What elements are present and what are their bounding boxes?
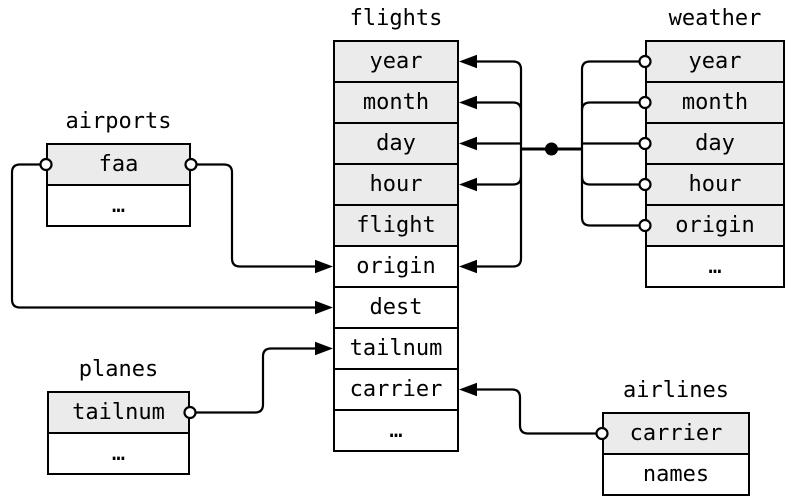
airports-field-faa: faa — [46, 143, 191, 186]
branch-flights-month — [476, 101, 523, 111]
flights-field-carrier: carrier — [333, 368, 459, 411]
arrowhead-icon — [315, 341, 333, 356]
flights-field-year: year — [333, 40, 459, 83]
flights-field-day: day — [333, 122, 459, 165]
arrowhead-icon — [459, 382, 477, 397]
planes-field-ellipsis: … — [47, 432, 190, 475]
arrowhead-icon — [315, 259, 333, 274]
arrowhead-icon — [459, 54, 477, 69]
airports-table-title: airports — [65, 109, 172, 134]
flights-field-tailnum: tailnum — [333, 327, 459, 370]
flights-table: year month day hour flight origin dest t… — [333, 40, 459, 452]
arrowhead-icon — [459, 136, 477, 151]
arrowhead-icon — [459, 177, 477, 192]
airlines-field-carrier: carrier — [602, 412, 750, 455]
connector-weather-flights — [459, 54, 652, 274]
flights-field-hour: hour — [333, 163, 459, 206]
planes-table-title: planes — [78, 357, 159, 382]
weather-table-title: weather — [668, 6, 762, 31]
weather-field-origin: origin — [645, 204, 785, 247]
airlines-table: carrier names — [602, 412, 750, 496]
weather-table: year month day hour origin … — [645, 40, 785, 288]
weather-field-hour: hour — [645, 163, 785, 206]
weather-field-day: day — [645, 122, 785, 165]
weather-field-ellipsis: … — [645, 245, 785, 288]
wire — [195, 347, 316, 414]
arrowhead-icon — [459, 95, 477, 110]
branch-weather-year — [580, 60, 640, 70]
branch-flights-year — [476, 60, 523, 70]
branch-flights-hour — [476, 176, 523, 186]
flights-field-ellipsis: … — [333, 409, 459, 452]
wire — [196, 163, 316, 268]
branch-weather-month — [580, 101, 640, 111]
junction-dot-icon — [545, 142, 558, 156]
branch-weather-hour — [580, 176, 640, 186]
planes-field-tailnum: tailnum — [47, 391, 190, 434]
flights-field-flight: flight — [333, 204, 459, 247]
branch-weather-origin — [580, 217, 640, 227]
wire — [477, 388, 597, 435]
airlines-field-names: names — [602, 453, 750, 496]
airports-table: faa … — [46, 143, 191, 227]
airports-field-ellipsis: … — [46, 184, 191, 227]
connector-airports-origin — [184, 157, 333, 274]
flights-field-origin: origin — [333, 245, 459, 288]
airlines-table-title: airlines — [623, 378, 729, 403]
flights-field-dest: dest — [333, 286, 459, 329]
flights-field-month: month — [333, 81, 459, 124]
connector-planes-tailnum — [183, 341, 333, 420]
flights-table-title: flights — [349, 6, 443, 31]
arrowhead-icon — [459, 259, 477, 274]
weather-field-year: year — [645, 40, 785, 83]
weather-field-month: month — [645, 81, 785, 124]
connector-airlines-carrier — [459, 382, 609, 441]
branch-flights-origin — [476, 258, 523, 268]
arrowhead-icon — [315, 300, 333, 315]
planes-table: tailnum … — [47, 391, 190, 475]
